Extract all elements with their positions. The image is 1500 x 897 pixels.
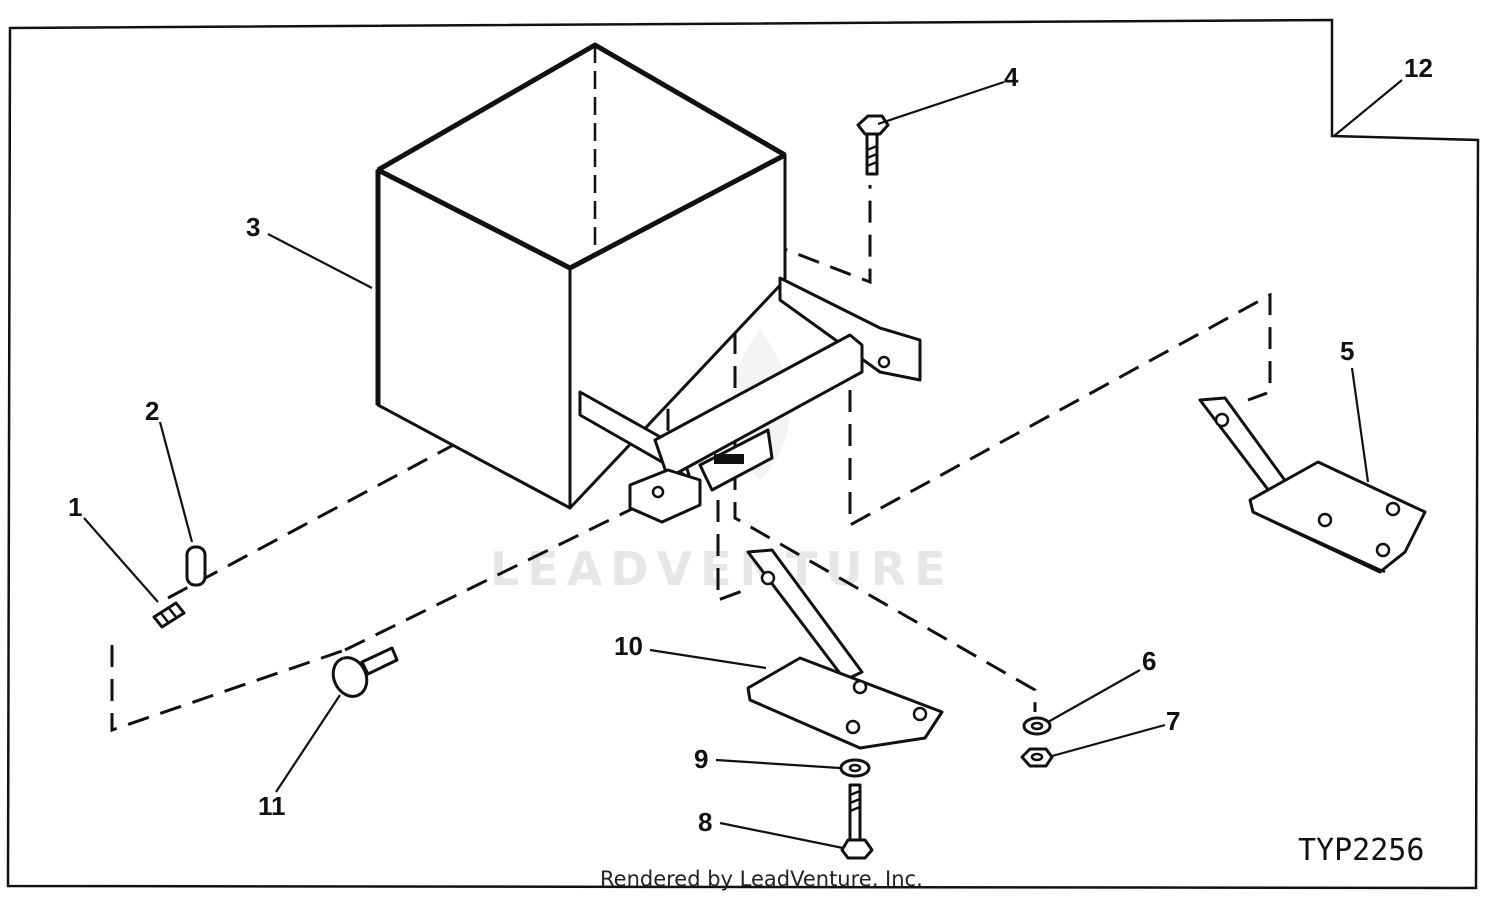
bracket-right bbox=[1198, 396, 1427, 574]
leader-lines bbox=[83, 79, 1403, 850]
callout-3: 3 bbox=[246, 212, 260, 242]
callout-11: 11 bbox=[258, 791, 286, 821]
callout-1: 1 bbox=[68, 492, 82, 522]
callout-5: 5 bbox=[1340, 336, 1354, 366]
callout-7: 7 bbox=[1166, 706, 1180, 736]
figure-code: TYP2256 bbox=[1298, 833, 1424, 868]
callout-2: 2 bbox=[145, 396, 159, 426]
callout-12: 12 bbox=[1404, 53, 1433, 83]
set-screw bbox=[152, 601, 186, 629]
bracket-center bbox=[746, 548, 944, 750]
watermark-text: LEADVENTURE bbox=[490, 542, 954, 596]
callout-8: 8 bbox=[698, 807, 712, 837]
callout-6: 6 bbox=[1142, 646, 1156, 676]
callout-4: 4 bbox=[1004, 62, 1019, 92]
callout-9: 9 bbox=[694, 744, 708, 774]
knob-bolt bbox=[331, 646, 399, 698]
callout-10: 10 bbox=[614, 631, 643, 661]
bolt-bottom bbox=[840, 783, 874, 860]
washer-6 bbox=[1022, 716, 1052, 736]
roll-pin bbox=[185, 545, 207, 587]
diagram-frame bbox=[6, 18, 1480, 890]
bolt-top bbox=[856, 114, 890, 176]
washer-9 bbox=[839, 758, 871, 778]
hitch-frame bbox=[578, 276, 922, 524]
render-credit: Rendered by LeadVenture, Inc. bbox=[600, 867, 923, 891]
nut-7 bbox=[1020, 747, 1054, 768]
